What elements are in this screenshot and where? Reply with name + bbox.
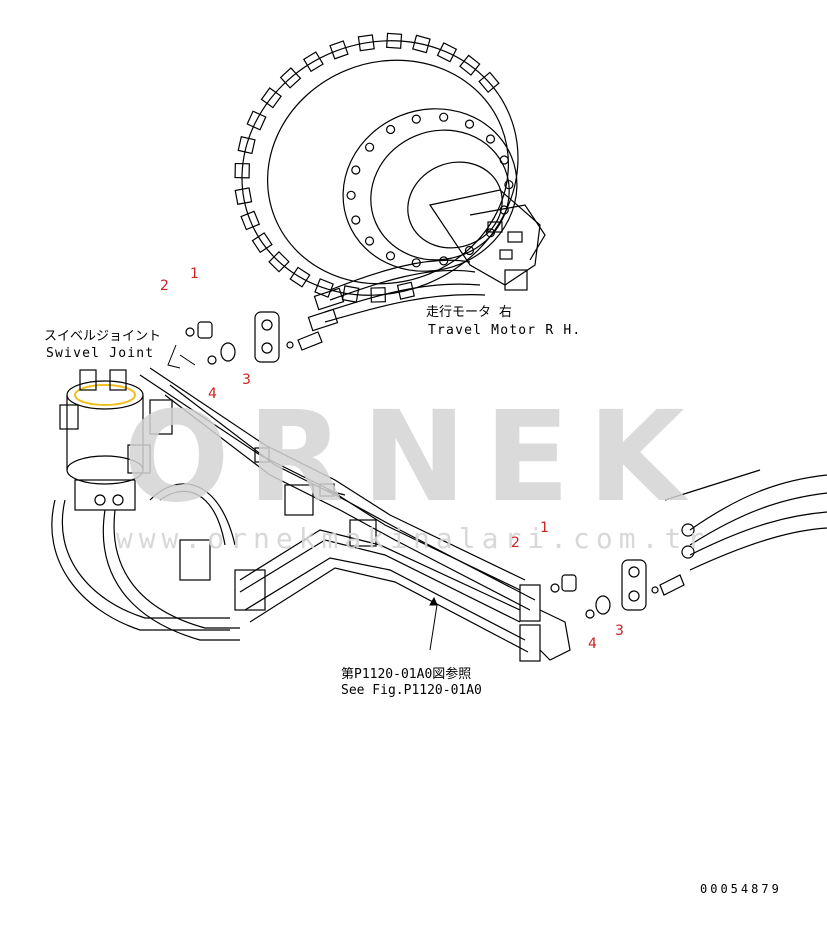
callout-3-top: 3	[242, 372, 251, 388]
label-travel-motor-en: Travel Motor R H.	[428, 323, 581, 338]
hub-bolt	[439, 112, 449, 122]
hub-bolt	[346, 190, 356, 200]
sprocket-tooth	[436, 42, 458, 63]
exploded-parts-right	[550, 559, 685, 619]
sprocket-tooth	[459, 54, 481, 76]
sprocket-tooth	[246, 110, 267, 131]
right-hoses	[664, 469, 827, 571]
sprocket-tooth	[260, 87, 282, 109]
callout-1-top: 1	[190, 266, 199, 282]
sprocket-tooth	[386, 32, 403, 49]
label-swivel-joint-jp: スイベルジョイント	[44, 329, 161, 344]
hub-bolt	[485, 134, 496, 144]
o-ring-part-4-right	[585, 609, 595, 619]
hub-bolt	[386, 124, 396, 135]
hub-bolt	[364, 236, 375, 246]
callout-3-right: 3	[615, 623, 624, 639]
travel-motor-assembly	[234, 32, 546, 332]
hub-bolt	[351, 215, 361, 225]
hub-bolt	[464, 245, 474, 256]
o-ring-part-2-right	[550, 583, 560, 593]
sprocket-tooth	[478, 71, 500, 94]
label-swivel-joint-en: Swivel Joint	[46, 346, 154, 361]
sprocket-tooth	[268, 251, 290, 273]
sprocket-tooth	[240, 210, 261, 231]
leader-lines	[167, 344, 438, 651]
hub-bolt	[365, 142, 375, 152]
drawing-number: 00054879	[700, 882, 782, 896]
label-see-fig-en: See Fig.P1120-01A0	[341, 683, 482, 698]
exploded-parts-top	[185, 311, 323, 365]
o-ring-part-2-top	[185, 327, 195, 337]
hub-bolt	[485, 228, 495, 238]
watermark-url: www.ornekmakinalari.com.tr	[116, 522, 710, 555]
callout-4-right: 4	[588, 636, 597, 652]
callout-2-top: 2	[160, 278, 169, 294]
sprocket-tooth	[251, 232, 273, 254]
sprocket-tooth	[341, 285, 360, 303]
hub-bolt	[351, 165, 361, 175]
split-flange-part-3-top	[220, 342, 236, 362]
hub-bolt	[411, 114, 421, 124]
sprocket-teeth	[234, 32, 500, 303]
hose-routing	[51, 367, 571, 662]
label-travel-motor-jp: 走行モータ 右	[426, 305, 512, 320]
hub-bolt	[504, 180, 514, 190]
sprocket-tooth	[237, 136, 256, 155]
sprocket-tooth	[289, 266, 311, 288]
flange-block-right	[621, 559, 647, 611]
callouts-right: 1 2 3 4	[511, 520, 624, 652]
sprocket-tooth	[357, 34, 375, 52]
sprocket-tooth	[234, 162, 250, 179]
sprocket-tooth	[302, 51, 324, 73]
hub-bolt	[499, 155, 509, 165]
sprocket-tooth	[329, 40, 349, 60]
fitting-part-1-right	[561, 574, 577, 592]
callout-2-right: 2	[511, 535, 520, 551]
callouts-top: 1 2 3 4	[160, 266, 251, 402]
fitting-part-1-top	[197, 321, 213, 339]
split-flange-part-3-right	[595, 595, 611, 615]
watermark: ORNEK www.ornekmakinalari.com.tr	[116, 385, 710, 555]
sprocket-tooth	[279, 67, 302, 89]
label-see-fig-jp: 第P1120-01A0図参照	[341, 666, 471, 682]
sprocket-tooth	[412, 34, 431, 54]
sprocket-tooth	[234, 187, 253, 205]
callout-4-top: 4	[208, 386, 217, 402]
hub-bolt	[385, 251, 396, 261]
watermark-brand: ORNEK	[123, 385, 702, 530]
callout-1-right: 1	[540, 520, 549, 536]
o-ring-part-4-top	[207, 355, 217, 365]
hub-bolt	[464, 119, 475, 129]
sprocket-tooth	[396, 281, 416, 300]
flange-block-top	[254, 311, 280, 363]
